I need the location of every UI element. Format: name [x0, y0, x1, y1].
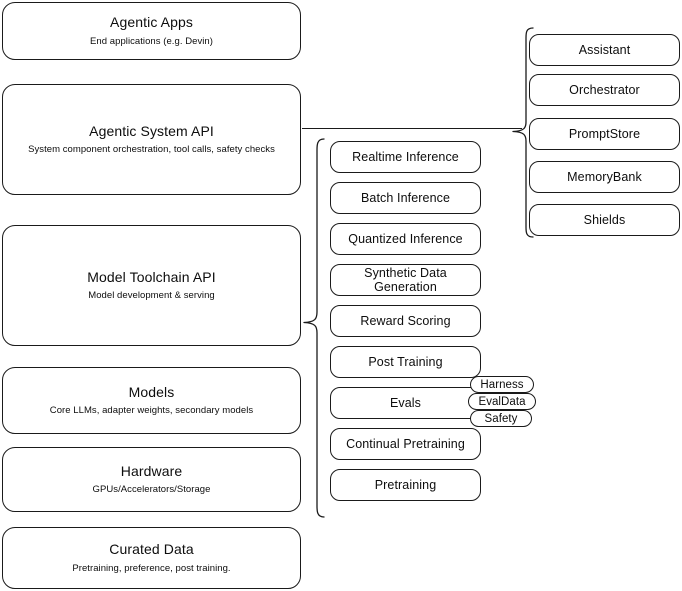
layer-hardware[interactable]: Hardware GPUs/Accelerators/Storage: [2, 447, 301, 512]
badge-evaldata[interactable]: EvalData: [468, 393, 536, 410]
layer-title: Model Toolchain API: [87, 268, 216, 285]
capability-label: Realtime Inference: [352, 150, 459, 164]
component-promptstore[interactable]: PromptStore: [529, 118, 680, 150]
capability-post-training[interactable]: Post Training: [330, 346, 481, 378]
component-orchestrator[interactable]: Orchestrator: [529, 74, 680, 106]
capability-label: Batch Inference: [360, 191, 451, 205]
capability-label: Reward Scoring: [360, 314, 451, 328]
layer-title: Models: [128, 383, 175, 400]
capability-label: Post Training: [368, 355, 443, 369]
brace-toolchain-capabilities: [303, 138, 325, 518]
capability-label: Evals: [389, 396, 422, 410]
layer-model-toolchain-api[interactable]: Model Toolchain API Model development & …: [2, 225, 301, 346]
capability-evals[interactable]: Evals: [330, 387, 481, 419]
component-shields[interactable]: Shields: [529, 204, 680, 236]
layer-subtitle: Pretraining, preference, post training.: [72, 562, 231, 574]
capability-label: Synthetic Data Generation: [364, 266, 447, 294]
layer-title: Curated Data: [109, 541, 194, 558]
layer-agentic-system-api[interactable]: Agentic System API System component orch…: [2, 84, 301, 195]
layer-curated-data[interactable]: Curated Data Pretraining, preference, po…: [2, 527, 301, 589]
connector-system-api-to-components: [302, 128, 522, 129]
capability-label: Quantized Inference: [348, 232, 463, 246]
capability-quantized-inference[interactable]: Quantized Inference: [330, 223, 481, 255]
component-label: Shields: [583, 213, 626, 227]
layer-models[interactable]: Models Core LLMs, adapter weights, secon…: [2, 367, 301, 434]
component-memorybank[interactable]: MemoryBank: [529, 161, 680, 193]
layer-subtitle: GPUs/Accelerators/Storage: [92, 484, 211, 496]
layer-title: Agentic Apps: [110, 14, 193, 31]
badge-safety[interactable]: Safety: [470, 410, 532, 427]
capability-reward-scoring[interactable]: Reward Scoring: [330, 305, 481, 337]
capability-pretraining[interactable]: Pretraining: [330, 469, 481, 501]
capability-synthetic-data-generation[interactable]: Synthetic Data Generation: [330, 264, 481, 296]
component-label: MemoryBank: [567, 170, 642, 184]
badge-label: EvalData: [478, 395, 526, 408]
capability-label: Continual Pretraining: [346, 437, 465, 451]
brace-system-components: [512, 27, 534, 238]
badge-label: Harness: [480, 378, 524, 391]
component-label: Assistant: [578, 43, 631, 57]
layer-subtitle: End applications (e.g. Devin): [90, 35, 213, 47]
component-label: Orchestrator: [569, 83, 640, 97]
layer-agentic-apps[interactable]: Agentic Apps End applications (e.g. Devi…: [2, 2, 301, 60]
layer-title: Hardware: [120, 462, 183, 479]
badge-label: Safety: [484, 412, 518, 425]
layer-subtitle: Model development & serving: [88, 290, 215, 302]
layer-subtitle: System component orchestration, tool cal…: [28, 144, 275, 156]
capability-realtime-inference[interactable]: Realtime Inference: [330, 141, 481, 173]
badge-harness[interactable]: Harness: [470, 376, 534, 393]
capability-continual-pretraining[interactable]: Continual Pretraining: [330, 428, 481, 460]
capability-batch-inference[interactable]: Batch Inference: [330, 182, 481, 214]
layer-subtitle: Core LLMs, adapter weights, secondary mo…: [49, 405, 254, 417]
layer-title: Agentic System API: [89, 122, 214, 139]
capability-label: Pretraining: [374, 478, 437, 492]
component-assistant[interactable]: Assistant: [529, 34, 680, 66]
component-label: PromptStore: [568, 127, 641, 141]
